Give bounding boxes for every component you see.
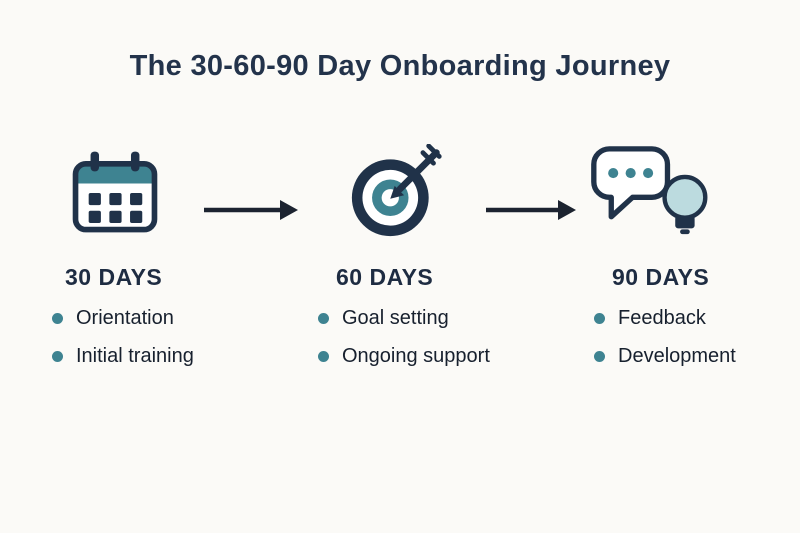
list-item: Ongoing support — [318, 345, 551, 368]
stage-90-icon-area — [588, 140, 800, 248]
stage-90-days: 90 DAYS Feedback Development — [588, 140, 800, 383]
stage-60-days: 60 DAYS Goal setting Ongoing support — [316, 140, 551, 383]
item-label: Initial training — [76, 345, 194, 367]
page-title: The 30-60-90 Day Onboarding Journey — [129, 50, 671, 82]
item-label: Ongoing support — [342, 345, 490, 367]
stage-60-items: Goal setting Ongoing support — [316, 307, 551, 368]
stage-90-label: 90 DAYS — [612, 264, 710, 290]
list-item: Orientation — [52, 307, 270, 330]
stage-90-items: Feedback Development — [588, 307, 800, 368]
bullet-dot-icon — [318, 313, 329, 324]
list-item: Goal setting — [318, 307, 551, 330]
item-label: Goal setting — [342, 307, 449, 329]
item-label: Orientation — [76, 307, 174, 329]
stage-30-icon-area — [50, 140, 270, 248]
item-label: Development — [618, 345, 736, 367]
arrow-right-icon — [486, 197, 576, 223]
stage-30-days: 30 DAYS Orientation Initial training — [50, 140, 270, 383]
stage-30-label: 30 DAYS — [65, 264, 163, 290]
list-item: Feedback — [594, 307, 800, 330]
target-icon — [344, 143, 450, 245]
list-item: Development — [594, 345, 800, 368]
bullet-dot-icon — [52, 351, 63, 362]
stage-30-items: Orientation Initial training — [50, 307, 270, 368]
bullet-dot-icon — [594, 351, 605, 362]
bullet-dot-icon — [52, 313, 63, 324]
chat-lightbulb-icon — [588, 141, 714, 248]
bullet-dot-icon — [318, 351, 329, 362]
bullet-dot-icon — [594, 313, 605, 324]
arrow-right-icon — [204, 197, 298, 223]
stage-60-icon-area — [316, 140, 551, 248]
calendar-icon — [68, 145, 162, 244]
list-item: Initial training — [52, 345, 270, 368]
stage-60-label: 60 DAYS — [336, 264, 434, 290]
item-label: Feedback — [618, 307, 706, 329]
